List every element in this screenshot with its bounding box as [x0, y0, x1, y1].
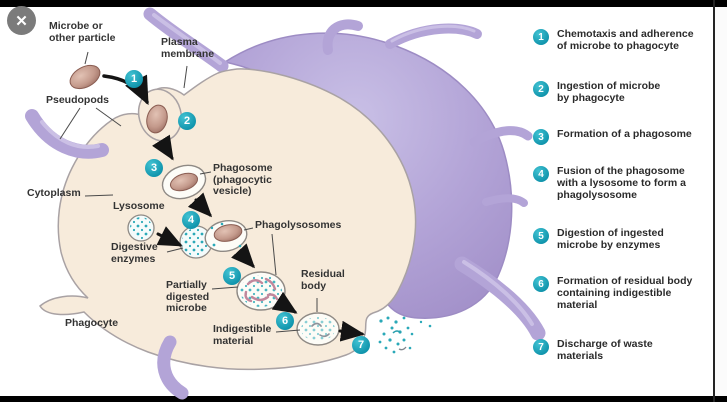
- label-plasma-membrane: Plasma membrane: [161, 36, 215, 60]
- step-marker-3: 3: [145, 159, 163, 177]
- arrow-step-3: [187, 192, 213, 218]
- pseudopod-arm: [25, 109, 546, 400]
- step-marker-7: 7: [352, 336, 370, 354]
- image-gutter: [715, 7, 727, 396]
- legend-text-4: Fusion of the phagosome with a lysosome …: [557, 165, 686, 201]
- image-border-line: [713, 0, 715, 402]
- residual-body-vesicle: [296, 312, 340, 346]
- discharged-waste: [378, 316, 432, 354]
- arrow-step-4: [156, 226, 183, 247]
- close-button[interactable]: ✕: [7, 6, 36, 35]
- close-icon: ✕: [15, 12, 28, 30]
- label-pseudopods: Pseudopods: [46, 94, 110, 106]
- arrow-step-6: [271, 291, 298, 314]
- label-phagocyte: Phagocyte: [65, 317, 119, 329]
- step-marker-4: 4: [182, 211, 200, 229]
- label-indigestible: Indigestible material: [213, 323, 272, 347]
- lysosome-vesicle: [127, 214, 155, 242]
- legend-badge-1: 1: [533, 29, 549, 45]
- legend-text-3: Formation of a phagosome: [557, 128, 692, 140]
- phagosome-vesicle: [161, 164, 207, 200]
- leader-lines: [59, 51, 318, 333]
- label-microbe: Microbe or other particle: [49, 20, 116, 44]
- arrow-step-2: [151, 134, 174, 161]
- microbe-particle: [69, 64, 101, 90]
- legend-text-1: Chemotaxis and adherence of microbe to p…: [557, 28, 694, 52]
- arrow-step-5: [231, 243, 256, 269]
- label-partially-digested: Partially digested microbe: [166, 279, 210, 314]
- step-marker-6: 6: [276, 312, 294, 330]
- label-phagosome: Phagosome (phagocytic vesicle): [213, 162, 273, 197]
- legend-text-5: Digestion of ingested microbe by enzymes: [557, 227, 664, 251]
- legend-text-6: Formation of residual body containing in…: [557, 275, 693, 311]
- legend-text-2: Ingestion of microbe by phagocyte: [557, 80, 661, 104]
- step-marker-1: 1: [125, 70, 143, 88]
- legend-badge-7: 7: [533, 339, 549, 355]
- arrow-step-7: [338, 320, 365, 342]
- label-digestive-enzymes: Digestive enzymes: [111, 241, 158, 265]
- ingested-microbe: [146, 104, 168, 134]
- label-cytoplasm: Cytoplasm: [27, 187, 81, 199]
- label-residual-body: Residual body: [301, 268, 345, 292]
- legend-badge-3: 3: [533, 129, 549, 145]
- legend-badge-4: 4: [533, 166, 549, 182]
- partially-digested-vesicle: [236, 271, 286, 311]
- step-marker-2: 2: [178, 112, 196, 130]
- label-phagolysosomes: Phagolysosomes: [255, 219, 342, 231]
- step-marker-5: 5: [223, 267, 241, 285]
- legend-badge-2: 2: [533, 81, 549, 97]
- legend-badge-5: 5: [533, 228, 549, 244]
- legend-badge-6: 6: [533, 276, 549, 292]
- process-arrows: [102, 74, 365, 342]
- legend-text-7: Discharge of waste materials: [557, 338, 653, 362]
- phagocyte-cytoplasm: [39, 68, 417, 371]
- letterbox-bar-bottom: [0, 396, 727, 402]
- letterbox-bar-top: [0, 0, 727, 7]
- label-lysosome: Lysosome: [113, 200, 165, 212]
